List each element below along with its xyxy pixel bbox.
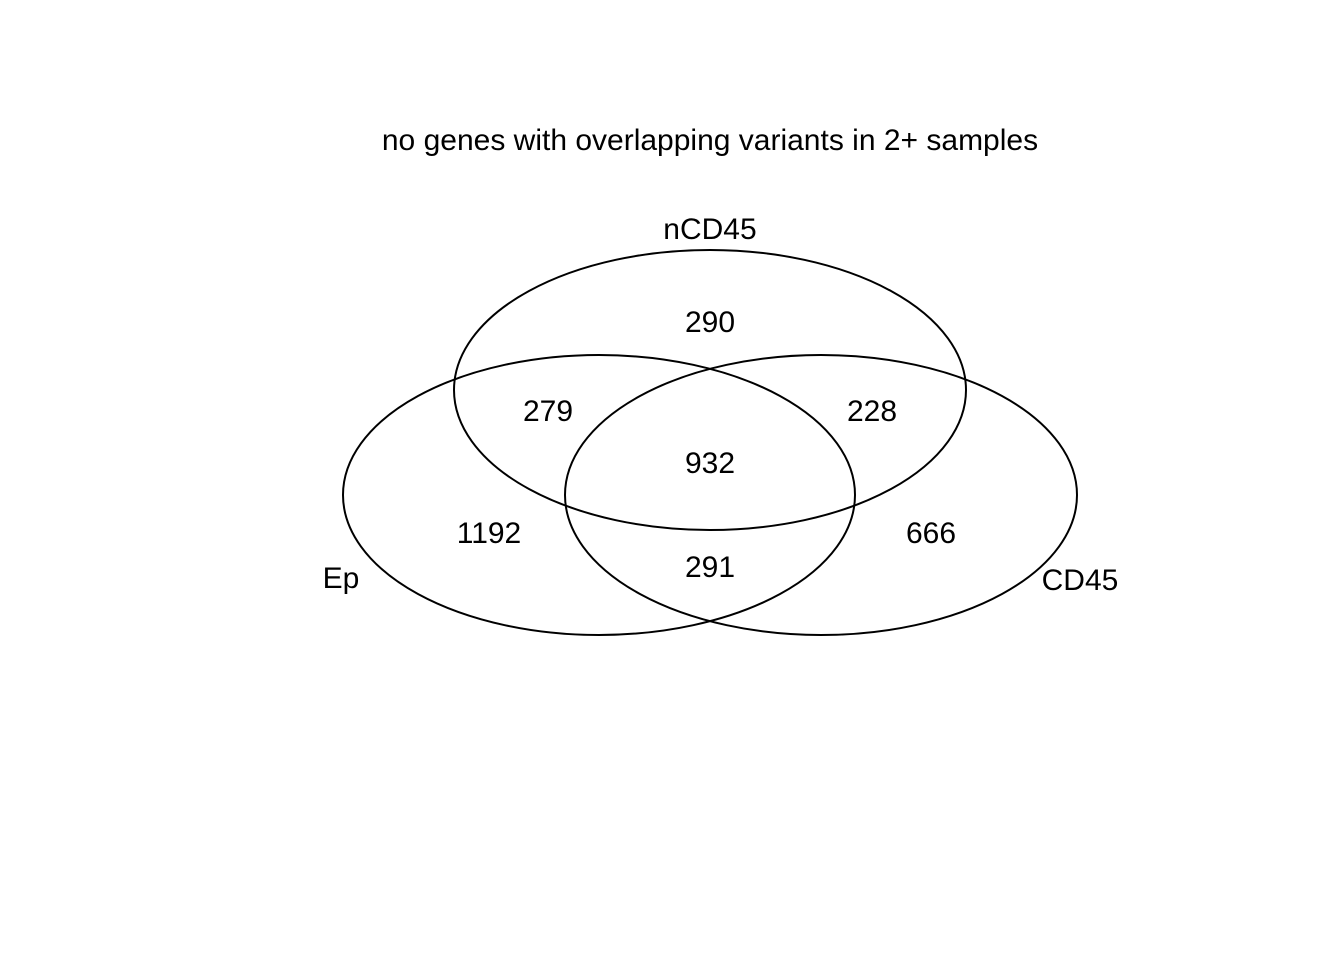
region-count-cd45-only: 666 [906, 517, 956, 550]
set-label-cd45: CD45 [1042, 564, 1119, 597]
region-count-ncd45-cd45: 228 [847, 395, 897, 428]
set-circle-ncd45 [453, 249, 967, 531]
set-circle-ep [342, 354, 856, 636]
set-label-ep: Ep [323, 562, 360, 595]
region-count-ep-only: 1192 [457, 517, 522, 550]
region-count-ep-ncd45: 279 [523, 395, 573, 428]
set-circle-cd45 [564, 354, 1078, 636]
region-count-ncd45-only: 290 [685, 306, 735, 339]
region-count-ep-cd45: 291 [685, 551, 735, 584]
set-label-ncd45: nCD45 [663, 213, 756, 246]
region-count-all-three: 932 [685, 447, 735, 480]
diagram-title: no genes with overlapping variants in 2+… [382, 124, 1038, 157]
